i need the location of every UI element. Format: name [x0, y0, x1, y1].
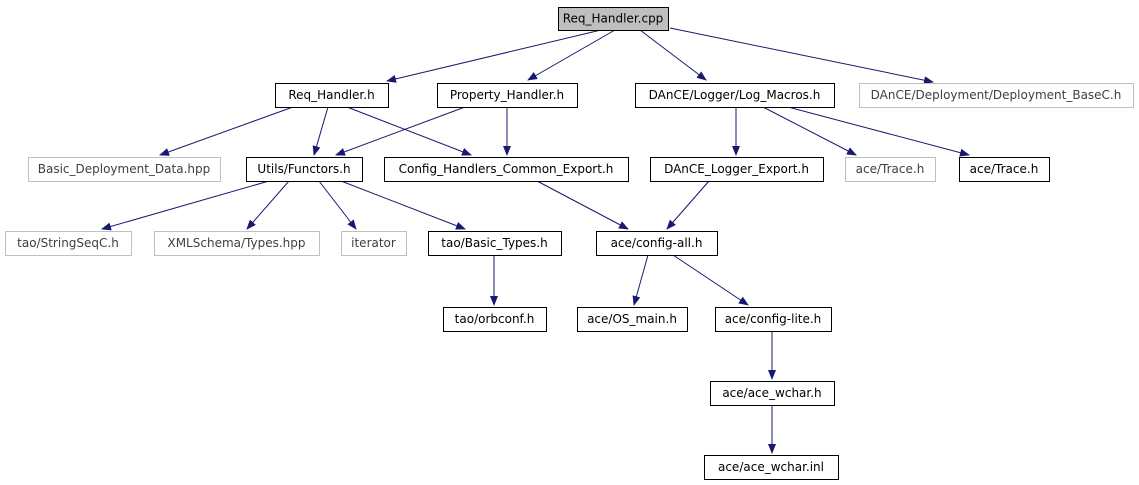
node-label: Utils/Functors.h [257, 162, 350, 176]
node-label: Config_Handlers_Common_Export.h [399, 162, 614, 176]
node-label: ace/ace_wchar.inl [718, 460, 824, 474]
edge-ace_config_all_h-to-ace_config_lite_h [672, 254, 749, 306]
node-deployment_basec_h: DAnCE/Deployment/Deployment_BaseC.h [859, 83, 1134, 108]
node-tao_orbconf_h[interactable]: tao/orbconf.h [443, 307, 547, 332]
node-box [959, 157, 1050, 182]
node-label: iterator [351, 236, 396, 250]
edge-req_handler_cpp-to-property_handler_h [527, 29, 616, 81]
node-box [650, 157, 824, 182]
edge-req_handler_h-to-config_handlers_common_export_h [346, 106, 472, 156]
node-tao_basic_types_h[interactable]: tao/Basic_Types.h [428, 231, 562, 256]
node-label: DAnCE_Logger_Export.h [664, 162, 809, 176]
node-box [154, 231, 320, 256]
node-box [710, 381, 835, 406]
edge-utils_functors_h-to-tao_basic_types_h [340, 180, 466, 230]
node-property_handler_h[interactable]: Property_Handler.h [437, 83, 578, 108]
node-box [5, 231, 132, 256]
node-label: tao/Basic_Types.h [441, 236, 547, 250]
node-label: ace/Trace.h [856, 162, 925, 176]
node-utils_functors_h[interactable]: Utils/Functors.h [246, 157, 363, 182]
node-label: Req_Handler.cpp [563, 12, 664, 26]
node-box [384, 157, 629, 182]
node-box [596, 231, 718, 256]
edge-utils_functors_h-to-iterator [318, 180, 357, 230]
node-box [704, 455, 839, 480]
node-basic_deployment_data_hpp: Basic_Deployment_Data.hpp [28, 157, 221, 182]
edge-dance_logger_export_h-to-ace_config_all_h [666, 180, 710, 230]
node-box [715, 307, 832, 332]
edge-req_handler_cpp-to-log_macros_h [639, 29, 707, 81]
node-label: Basic_Deployment_Data.hpp [38, 162, 210, 176]
node-ace_config_all_h[interactable]: ace/config-all.h [596, 231, 718, 256]
node-label: ace/config-lite.h [725, 312, 822, 326]
node-label: Property_Handler.h [450, 88, 564, 102]
node-ace_trace_h[interactable]: ace/Trace.h [959, 157, 1050, 182]
node-box [246, 157, 363, 182]
node-box [428, 231, 562, 256]
edge-log_macros_h-to-ace_trace_h [787, 106, 970, 157]
node-label: XMLSchema/Types.hpp [167, 236, 305, 250]
edge-config_handlers_common_export_h-to-ace_config_all_h [536, 180, 629, 230]
edge-utils_functors_h-to-xmlschema_types_hpp [246, 180, 290, 230]
edge-ace_config_all_h-to-ace_os_main_h [632, 254, 649, 306]
edge-utils_functors_h-to-tao_stringseqc_h [101, 180, 270, 231]
node-box [859, 83, 1134, 108]
edge-req_handler_h-to-basic_deployment_data_hpp [159, 106, 294, 156]
node-box [341, 231, 407, 256]
node-ace_os_main_h[interactable]: ace/OS_main.h [577, 307, 688, 332]
node-label: DAnCE/Deployment/Deployment_BaseC.h [871, 88, 1122, 102]
node-log_macros_h[interactable]: DAnCE/Logger/Log_Macros.h [635, 83, 835, 108]
node-label: tao/StringSeqC.h [17, 236, 119, 250]
node-iterator: iterator [341, 231, 407, 256]
node-label: ace/OS_main.h [587, 312, 677, 326]
node-box [558, 7, 669, 31]
edge-req_handler_h-to-utils_functors_h [312, 106, 329, 156]
node-label: ace/ace_wchar.h [722, 386, 821, 400]
node-ace_ace_wchar_inl[interactable]: ace/ace_wchar.inl [704, 455, 839, 480]
node-label: tao/orbconf.h [455, 312, 535, 326]
node-label: ace/config-all.h [611, 236, 703, 250]
node-config_handlers_common_export_h[interactable]: Config_Handlers_Common_Export.h [384, 157, 629, 182]
node-box [635, 83, 835, 108]
edge-req_handler_cpp-to-req_handler_h [386, 29, 602, 83]
node-ace_ace_wchar_h[interactable]: ace/ace_wchar.h [710, 381, 835, 406]
node-box [28, 157, 221, 182]
node-req_handler_cpp[interactable]: Req_Handler.cpp [558, 7, 669, 31]
edge-property_handler_h-to-utils_functors_h [335, 106, 466, 156]
node-box [845, 157, 936, 182]
edge-req_handler_cpp-to-deployment_basec_h [669, 27, 934, 85]
edge-log_macros_h-to-ace_trace_h_ext [762, 106, 857, 156]
node-label: DAnCE/Logger/Log_Macros.h [649, 88, 821, 102]
node-box [577, 307, 688, 332]
node-xmlschema_types_hpp: XMLSchema/Types.hpp [154, 231, 320, 256]
node-label: ace/Trace.h [970, 162, 1039, 176]
node-ace_config_lite_h[interactable]: ace/config-lite.h [715, 307, 832, 332]
node-label: Req_Handler.h [288, 88, 374, 102]
node-req_handler_h[interactable]: Req_Handler.h [275, 83, 389, 108]
node-box [443, 307, 547, 332]
node-ace_trace_h_ext: ace/Trace.h [845, 157, 936, 182]
node-tao_stringseqc_h: tao/StringSeqC.h [5, 231, 132, 256]
node-box [437, 83, 578, 108]
node-dance_logger_export_h[interactable]: DAnCE_Logger_Export.h [650, 157, 824, 182]
edges [101, 27, 970, 454]
node-box [275, 83, 389, 108]
